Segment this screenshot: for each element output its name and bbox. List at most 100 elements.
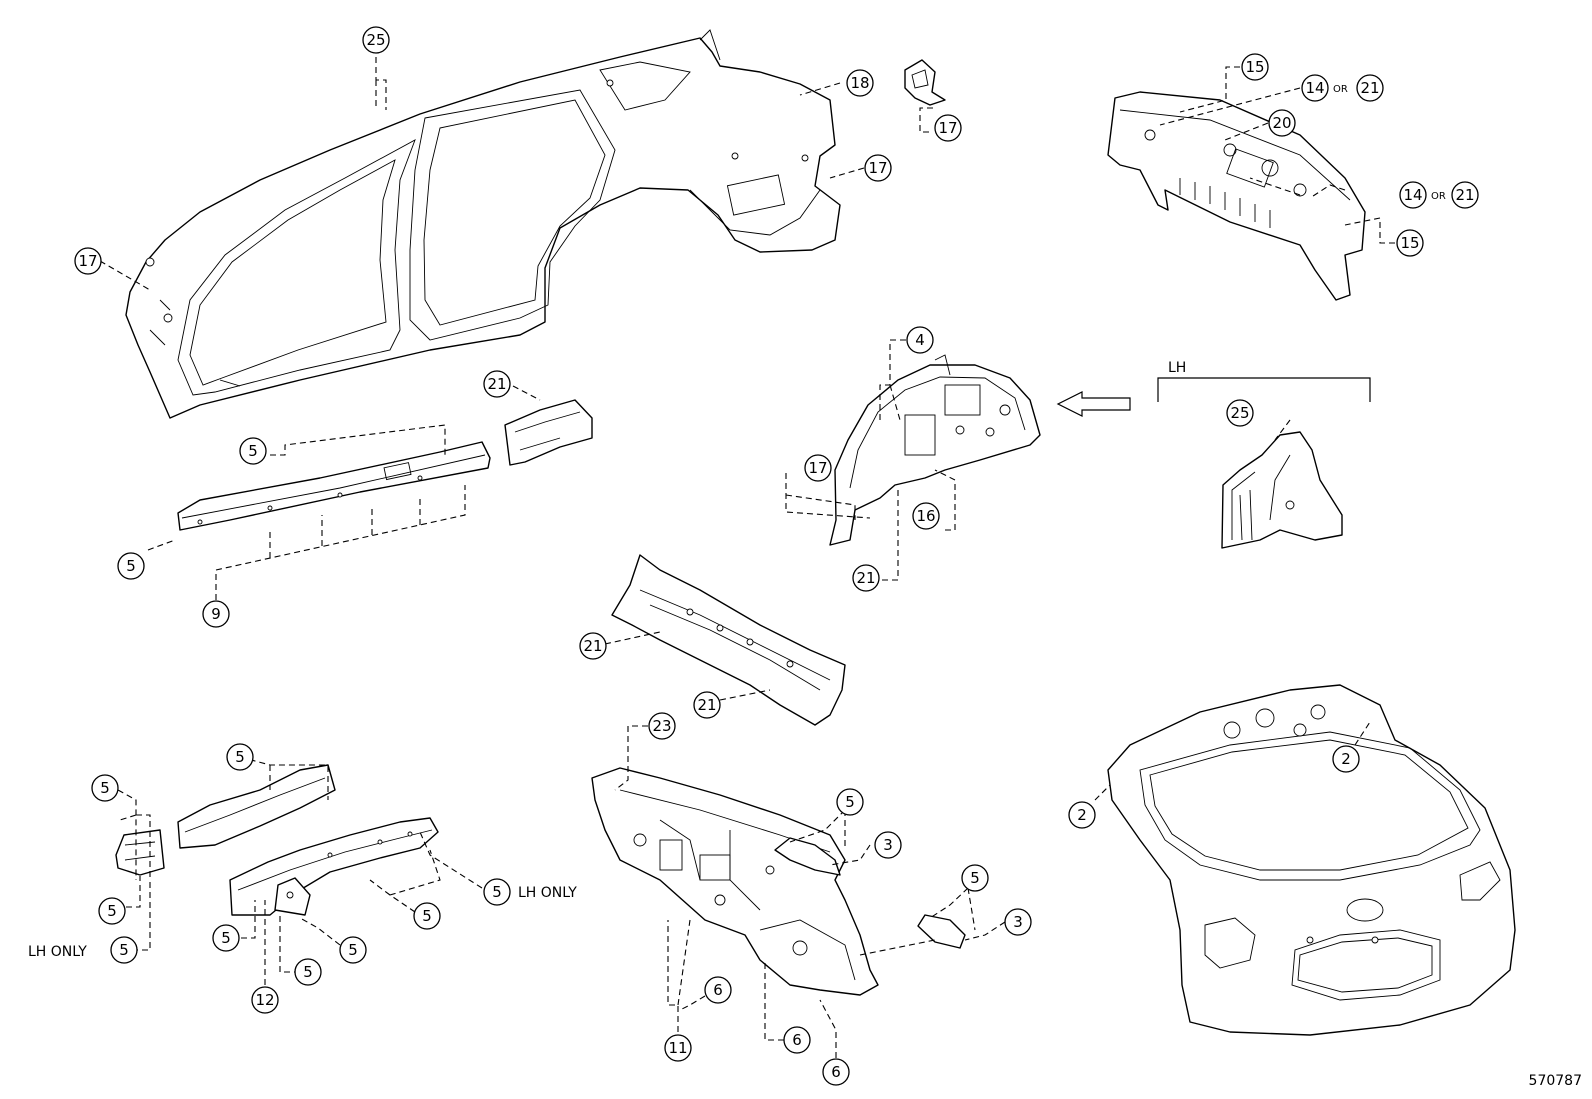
callout-5-rocker-left: 5	[117, 552, 145, 580]
callout-5-member-lower: 5	[294, 958, 322, 986]
callout-5-dash-upper: 5	[836, 788, 864, 816]
lh-view-bracket	[1157, 377, 1371, 549]
svg-text:5: 5	[303, 963, 313, 981]
dash-bracket-upper	[774, 837, 841, 876]
or-label-right: OR	[1431, 191, 1446, 202]
callout-17-quarter: 17	[864, 154, 892, 182]
rocker-side-bracket	[504, 399, 593, 466]
callout-21-cowl-left: 21	[579, 632, 607, 660]
svg-text:5: 5	[845, 793, 855, 811]
svg-text:5: 5	[235, 748, 245, 766]
svg-text:21: 21	[856, 569, 875, 587]
svg-text:5: 5	[107, 902, 117, 920]
callout-25-top: 25	[362, 26, 390, 54]
callout-21-right: 21	[1451, 181, 1479, 209]
svg-text:3: 3	[883, 836, 893, 854]
front-side-member-group	[115, 764, 439, 916]
callout-3-dash-upper: 3	[874, 831, 902, 859]
svg-text:6: 6	[792, 1031, 802, 1049]
callout-15-top: 15	[1241, 53, 1269, 81]
svg-text:21: 21	[697, 696, 716, 714]
callout-2-left: 2	[1068, 801, 1096, 829]
svg-text:4: 4	[915, 331, 925, 349]
svg-text:15: 15	[1400, 234, 1419, 252]
callout-5-member-mid: 5	[339, 936, 367, 964]
svg-text:23: 23	[652, 717, 671, 735]
callout-6-dash-b: 6	[783, 1026, 811, 1054]
callout-5-member-right: 5	[413, 902, 441, 930]
lh-only-label-right: LH ONLY	[518, 885, 577, 901]
svg-text:5: 5	[348, 941, 358, 959]
quarter-bracket-small	[904, 59, 946, 106]
svg-text:6: 6	[831, 1063, 841, 1081]
svg-text:5: 5	[248, 442, 258, 460]
callout-12: 12	[251, 986, 279, 1014]
leader-lines	[99, 57, 1395, 1068]
svg-text:17: 17	[868, 159, 887, 177]
callout-2-right: 2	[1332, 745, 1360, 773]
diagram-reference-number: 570787	[1528, 1073, 1582, 1089]
callout-17-wheelhouse: 17	[804, 454, 832, 482]
svg-text:17: 17	[808, 459, 827, 477]
svg-text:9: 9	[211, 605, 221, 623]
svg-text:17: 17	[78, 252, 97, 270]
svg-text:12: 12	[255, 991, 274, 1009]
svg-text:18: 18	[850, 74, 869, 92]
callout-5-member-top-left: 5	[91, 774, 119, 802]
side-body-outer-panel	[125, 29, 841, 419]
callout-5-rocker-top: 5	[239, 437, 267, 465]
svg-text:25: 25	[366, 31, 385, 49]
callout-21-top: 21	[1356, 74, 1384, 102]
callout-6-dash-c: 6	[822, 1058, 850, 1086]
callout-5-member-left: 5	[98, 897, 126, 925]
wheel-house-inner	[829, 354, 1041, 546]
svg-text:5: 5	[119, 941, 129, 959]
svg-text:15: 15	[1245, 58, 1264, 76]
svg-text:6: 6	[713, 981, 723, 999]
callout-11: 11	[664, 1034, 692, 1062]
svg-text:2: 2	[1341, 750, 1351, 768]
lh-view-label: LH	[1168, 360, 1186, 376]
svg-text:5: 5	[100, 779, 110, 797]
rocker-reinforcement	[177, 441, 491, 531]
svg-text:14: 14	[1305, 79, 1324, 97]
callout-16: 16	[912, 502, 940, 530]
svg-text:3: 3	[1013, 913, 1023, 931]
callout-17-front: 17	[74, 247, 102, 275]
back-door-panel	[1107, 684, 1516, 1036]
or-label-top: OR	[1333, 84, 1348, 95]
svg-text:5: 5	[970, 869, 980, 887]
callout-21-rocker: 21	[483, 370, 511, 398]
svg-text:20: 20	[1272, 114, 1291, 132]
callout-5-member-bottom: 5	[212, 924, 240, 952]
callout-21-cowl-right: 21	[693, 691, 721, 719]
svg-text:5: 5	[126, 557, 136, 575]
callout-21-wheelhouse: 21	[852, 564, 880, 592]
callout-4: 4	[906, 326, 934, 354]
svg-text:21: 21	[1455, 186, 1474, 204]
callout-18: 18	[846, 69, 874, 97]
callout-25-lh: 25	[1226, 399, 1254, 427]
svg-text:21: 21	[583, 637, 602, 655]
svg-text:2: 2	[1077, 806, 1087, 824]
callout-5-lh-only-right: 5	[483, 878, 511, 906]
svg-text:11: 11	[668, 1039, 687, 1057]
svg-text:17: 17	[938, 119, 957, 137]
callout-14-right: 14	[1399, 181, 1427, 209]
dash-panel	[591, 767, 879, 996]
callout-20: 20	[1268, 109, 1296, 137]
callout-5-member-top: 5	[226, 743, 254, 771]
callout-3-dash-lower: 3	[1004, 908, 1032, 936]
svg-text:5: 5	[492, 883, 502, 901]
svg-text:21: 21	[487, 375, 506, 393]
callout-9: 9	[202, 600, 230, 628]
cowl-top-panel	[611, 554, 846, 726]
svg-text:16: 16	[916, 507, 935, 525]
callout-17-bracket: 17	[934, 114, 962, 142]
callout-14-top: 14	[1301, 74, 1329, 102]
svg-text:14: 14	[1403, 186, 1422, 204]
dash-bracket-lower	[917, 914, 966, 949]
svg-text:5: 5	[422, 907, 432, 925]
svg-text:21: 21	[1360, 79, 1379, 97]
